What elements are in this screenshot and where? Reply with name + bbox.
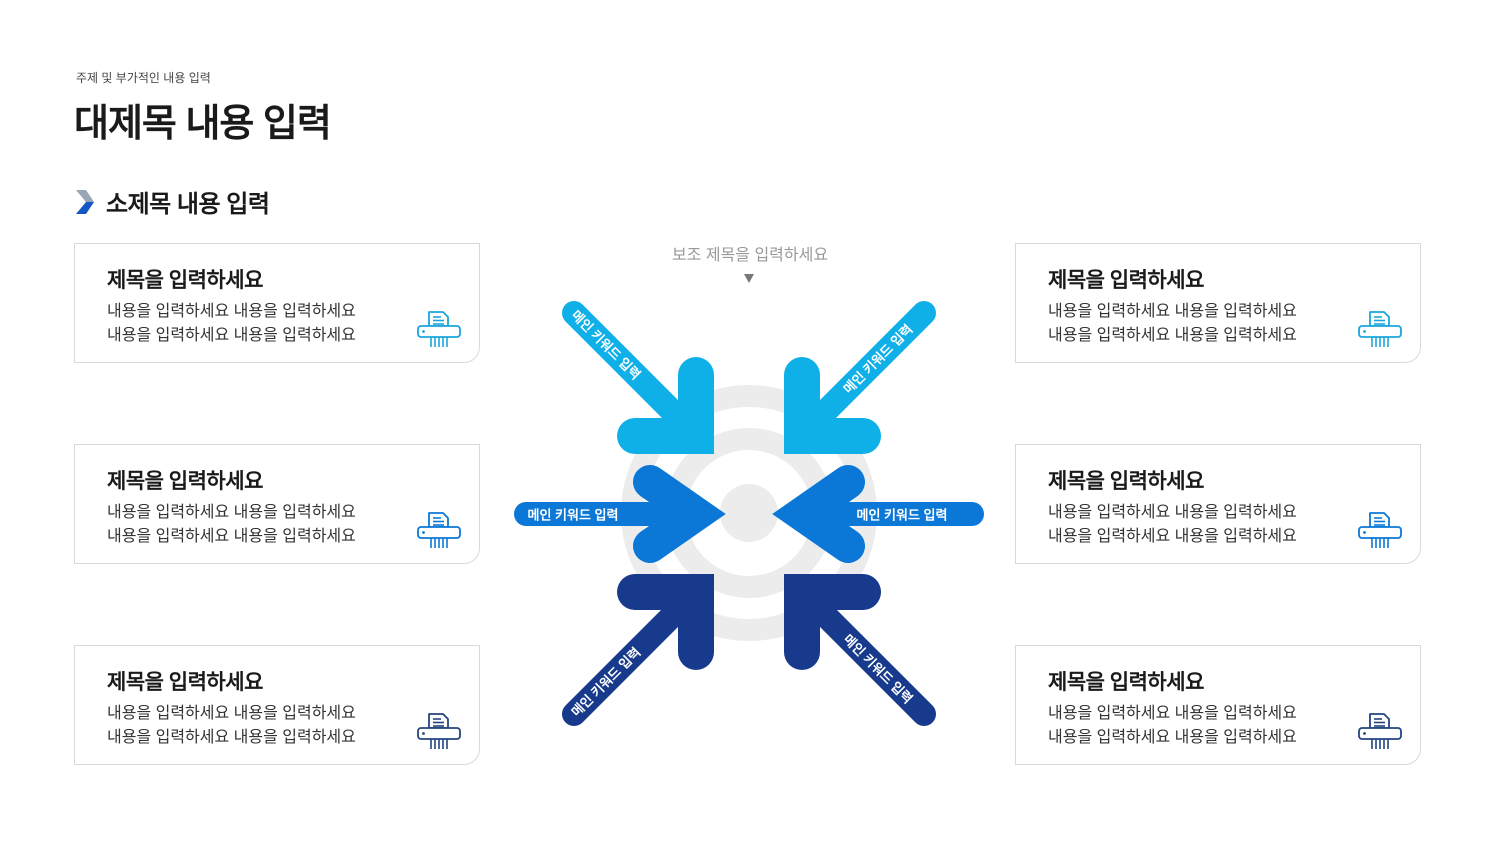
card-line: 내용을 입력하세요 내용을 입력하세요 [107,303,356,320]
chevron-right-icon [76,189,94,214]
arrow-label-top-left: 메인 키워드 입력 [569,308,644,383]
arrow-bottom-right: 메인 키워드 입력 [784,574,936,726]
card-line: 내용을 입력하세요 내용을 입력하세요 [1048,729,1297,746]
card-line: 내용을 입력하세요 내용을 입력하세요 [107,327,356,344]
card-body: 내용을 입력하세요 내용을 입력하세요 내용을 입력하세요 내용을 입력하세요 [107,702,356,750]
card-line: 내용을 입력하세요 내용을 입력하세요 [1048,528,1297,545]
arrow-middle-right: 메인 키워드 입력 [772,465,984,563]
card-line: 내용을 입력하세요 내용을 입력하세요 [107,729,356,746]
arrow-top-left: 메인 키워드 입력 [562,301,714,454]
shredder-icon [417,512,461,548]
arrow-label-middle-left: 메인 키워드 입력 [528,508,619,523]
sub-heading: 보조 제목을 입력하세요 [671,247,829,264]
target-bullseye [720,484,778,542]
card-line: 내용을 입력하세요 내용을 입력하세요 [1048,303,1297,320]
arrow-top-right: 메인 키워드 입력 [784,301,936,454]
converging-arrows-diagram: 메인 키워드 입력 메인 키워드 입력 메인 키워드 입력 메인 키워드 입력 … [514,301,984,726]
card-body: 내용을 입력하세요 내용을 입력하세요 내용을 입력하세요 내용을 입력하세요 [1048,702,1297,750]
card-body: 내용을 입력하세요 내용을 입력하세요 내용을 입력하세요 내용을 입력하세요 [1048,501,1297,549]
card-body: 내용을 입력하세요 내용을 입력하세요 내용을 입력하세요 내용을 입력하세요 [1048,300,1297,348]
arrow-label-top-right: 메인 키워드 입력 [841,322,916,397]
shredder-icon [417,311,461,347]
card-line: 내용을 입력하세요 내용을 입력하세요 [107,504,356,521]
card-line: 내용을 입력하세요 내용을 입력하세요 [107,705,356,722]
info-card-left-2: 제목을 입력하세요 내용을 입력하세요 내용을 입력하세요 내용을 입력하세요 … [74,444,480,564]
arrow-label-bottom-right: 메인 키워드 입력 [841,632,916,707]
card-title: 제목을 입력하세요 [1048,470,1204,493]
info-card-left-3: 제목을 입력하세요 내용을 입력하세요 내용을 입력하세요 내용을 입력하세요 … [74,645,480,765]
card-title: 제목을 입력하세요 [107,269,263,292]
arrow-middle-left: 메인 키워드 입력 [514,465,726,563]
card-body: 내용을 입력하세요 내용을 입력하세요 내용을 입력하세요 내용을 입력하세요 [107,300,356,348]
header-subtitle: 주제 및 부가적인 내용 입력 [76,71,211,85]
card-line: 내용을 입력하세요 내용을 입력하세요 [1048,705,1297,722]
info-card-left-1: 제목을 입력하세요 내용을 입력하세요 내용을 입력하세요 내용을 입력하세요 … [74,243,480,363]
page-title: 대제목 내용 입력 [74,103,332,145]
down-triangle-icon [744,274,754,283]
card-title: 제목을 입력하세요 [107,671,263,694]
arrow-label-middle-right: 메인 키워드 입력 [857,508,948,523]
info-card-right-2: 제목을 입력하세요 내용을 입력하세요 내용을 입력하세요 내용을 입력하세요 … [1015,444,1421,564]
section-title: 소제목 내용 입력 [106,191,270,218]
card-body: 내용을 입력하세요 내용을 입력하세요 내용을 입력하세요 내용을 입력하세요 [107,501,356,549]
card-title: 제목을 입력하세요 [107,470,263,493]
shredder-icon [1358,512,1402,548]
section-heading: 소제목 내용 입력 [74,184,270,219]
shredder-icon [1358,311,1402,347]
info-card-right-1: 제목을 입력하세요 내용을 입력하세요 내용을 입력하세요 내용을 입력하세요 … [1015,243,1421,363]
info-card-right-3: 제목을 입력하세요 내용을 입력하세요 내용을 입력하세요 내용을 입력하세요 … [1015,645,1421,765]
card-title: 제목을 입력하세요 [1048,671,1204,694]
shredder-icon [417,713,461,749]
card-title: 제목을 입력하세요 [1048,269,1204,292]
card-line: 내용을 입력하세요 내용을 입력하세요 [1048,504,1297,521]
card-line: 내용을 입력하세요 내용을 입력하세요 [1048,327,1297,344]
arrow-bottom-left: 메인 키워드 입력 [562,574,714,726]
card-line: 내용을 입력하세요 내용을 입력하세요 [107,528,356,545]
shredder-icon [1358,713,1402,749]
arrow-label-bottom-left: 메인 키워드 입력 [569,645,644,720]
